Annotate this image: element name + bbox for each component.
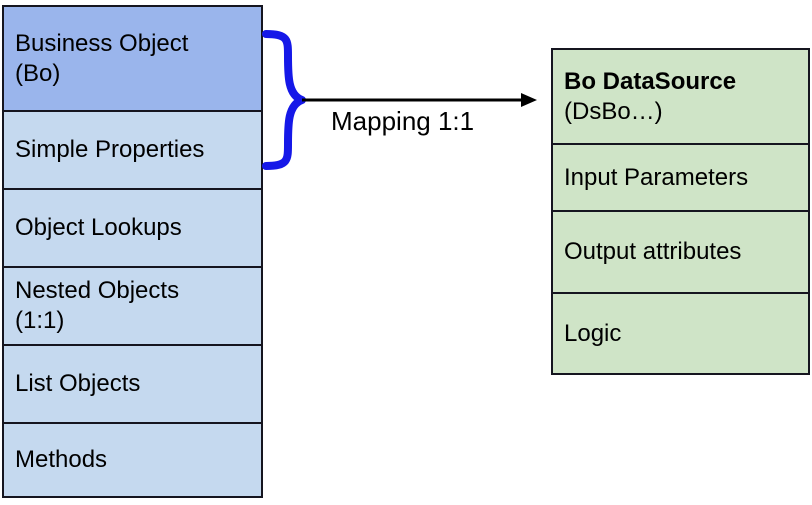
row-label-secondary: (1:1) xyxy=(15,307,65,334)
bo-datasource-row-logic: Logic xyxy=(553,294,808,373)
business-object-row-nested-objects: Nested Objects (1:1) xyxy=(4,268,261,346)
business-object-row-simple-properties: Simple Properties xyxy=(4,112,261,190)
bo-datasource-header-line1: Bo DataSource xyxy=(564,67,737,95)
bo-datasource-row-input-parameters: Input Parameters xyxy=(553,145,808,212)
business-object-row-methods: Methods xyxy=(4,424,261,496)
business-object-header-line1: Business Object xyxy=(15,29,189,57)
business-object-header-line2: (Bo) xyxy=(15,59,61,87)
arrow-head-icon xyxy=(521,93,537,107)
business-object-row-list-objects: List Objects xyxy=(4,346,261,424)
row-label: Nested Objects xyxy=(15,277,180,304)
row-label: Input Parameters xyxy=(564,163,749,191)
bo-datasource-box: Bo DataSource (DsBo…) Input Parameters O… xyxy=(551,48,810,375)
bo-datasource-header-cell: Bo DataSource (DsBo…) xyxy=(553,50,808,145)
row-label: Object Lookups xyxy=(15,214,182,241)
row-label: Methods xyxy=(15,446,108,473)
business-object-header-cell: Business Object (Bo) xyxy=(4,7,261,112)
row-label: Logic xyxy=(564,319,622,347)
curly-brace-icon xyxy=(262,30,306,170)
business-object-row-object-lookups: Object Lookups xyxy=(4,190,261,268)
bo-datasource-row-output-attributes: Output attributes xyxy=(553,212,808,294)
mapping-label: Mapping 1:1 xyxy=(331,106,475,136)
bo-datasource-header-line2: (DsBo…) xyxy=(564,97,663,125)
row-label: Output attributes xyxy=(564,238,742,265)
row-label: List Objects xyxy=(15,370,141,397)
row-label: Simple Properties xyxy=(15,136,205,163)
business-object-box: Business Object (Bo) Simple Properties O… xyxy=(2,5,263,498)
